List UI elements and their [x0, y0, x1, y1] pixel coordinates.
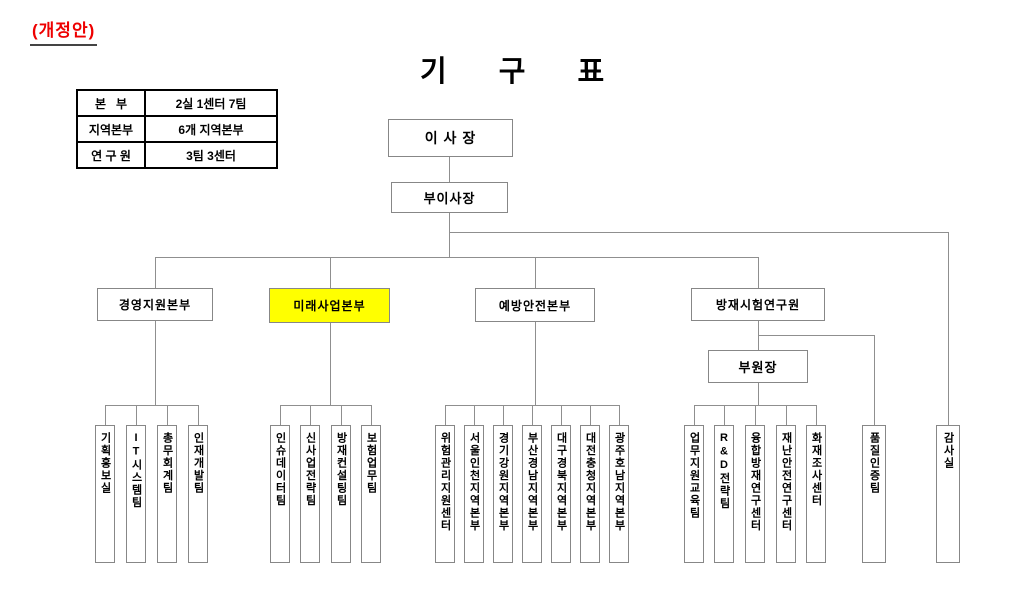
connector-line	[330, 322, 331, 405]
division-box-research-institute: 방재시험연구원	[691, 288, 825, 321]
team-box: 총무회계팀	[157, 425, 177, 563]
chairman-box: 이 사 장	[388, 119, 513, 157]
connector-line	[503, 405, 504, 425]
connector-line	[535, 257, 536, 288]
connector-line	[105, 405, 106, 425]
connector-line	[755, 405, 756, 425]
connector-line	[330, 257, 331, 288]
connector-line	[474, 405, 475, 425]
team-box: 기획홍보실	[95, 425, 115, 563]
summary-table: 본 부 2실 1센터 7팀 지역본부 6개 지역본부 연 구 원 3팀 3센터	[76, 89, 278, 169]
connector-line	[619, 405, 620, 425]
connector-line	[341, 405, 342, 425]
connector-line	[136, 405, 137, 425]
table-row: 연 구 원 3팀 3센터	[76, 141, 278, 169]
connector-line	[758, 257, 759, 288]
connector-line	[758, 335, 874, 336]
team-box: 재난안전연구센터	[776, 425, 796, 563]
team-box: 방재컨설팅팀	[331, 425, 351, 563]
division-box-management-support: 경영지원본부	[97, 288, 213, 321]
page-title: 기 구 표	[420, 56, 607, 88]
team-box: 서울인천지역본부	[464, 425, 484, 563]
team-box: 위험관리지원센터	[435, 425, 455, 563]
deputy-director-box: 부원장	[708, 350, 808, 383]
connector-line	[786, 405, 787, 425]
connector-line	[155, 257, 156, 288]
quality-certification-box: 품질인증팀	[862, 425, 886, 563]
team-box: 광주호남지역본부	[609, 425, 629, 563]
connector-line	[816, 405, 817, 425]
connector-line	[694, 405, 695, 425]
audit-office-box: 감사실	[936, 425, 960, 563]
table-label-cell: 지역본부	[76, 115, 146, 143]
team-box: 인재개발팀	[188, 425, 208, 563]
connector-line	[198, 405, 199, 425]
connector-line	[590, 405, 591, 425]
team-box: 융합방재연구센터	[745, 425, 765, 563]
connector-line	[758, 383, 759, 405]
table-label-cell: 본 부	[76, 89, 146, 117]
connector-line	[532, 405, 533, 425]
table-row: 지역본부 6개 지역본부	[76, 115, 278, 143]
connector-line	[449, 232, 948, 233]
revision-note: (개정안)	[30, 16, 98, 46]
connector-line	[948, 232, 949, 425]
team-box: 보험업무팀	[361, 425, 381, 563]
table-value-cell: 2실 1센터 7팀	[144, 89, 278, 117]
connector-line	[280, 405, 371, 406]
team-box: 부산경남지역본부	[522, 425, 542, 563]
connector-line	[449, 213, 450, 257]
connector-line	[371, 405, 372, 425]
connector-line	[280, 405, 281, 425]
table-label-cell: 연 구 원	[76, 141, 146, 169]
team-box: 신사업전략팀	[300, 425, 320, 563]
division-box-future-business: 미래사업본부	[269, 288, 390, 323]
connector-line	[105, 405, 198, 406]
team-box: 업무지원교육팀	[684, 425, 704, 563]
connector-line	[155, 321, 156, 405]
connector-line	[449, 157, 450, 182]
connector-line	[155, 257, 758, 258]
connector-line	[535, 322, 536, 405]
connector-line	[874, 335, 875, 425]
team-box: 인슈데이터팀	[270, 425, 290, 563]
team-box: 경기강원지역본부	[493, 425, 513, 563]
connector-line	[445, 405, 446, 425]
team-box: R&D전략팀	[714, 425, 734, 563]
team-box: 대전충청지역본부	[580, 425, 600, 563]
table-value-cell: 3팀 3센터	[144, 141, 278, 169]
connector-line	[310, 405, 311, 425]
connector-line	[561, 405, 562, 425]
table-value-cell: 6개 지역본부	[144, 115, 278, 143]
team-box: 대구경북지역본부	[551, 425, 571, 563]
division-box-prevention-safety: 예방안전본부	[475, 288, 595, 322]
table-row: 본 부 2실 1센터 7팀	[76, 89, 278, 117]
connector-line	[724, 405, 725, 425]
team-box: 화재조사센터	[806, 425, 826, 563]
vice-chairman-box: 부이사장	[391, 182, 508, 213]
connector-line	[167, 405, 168, 425]
team-box: IT시스템팀	[126, 425, 146, 563]
